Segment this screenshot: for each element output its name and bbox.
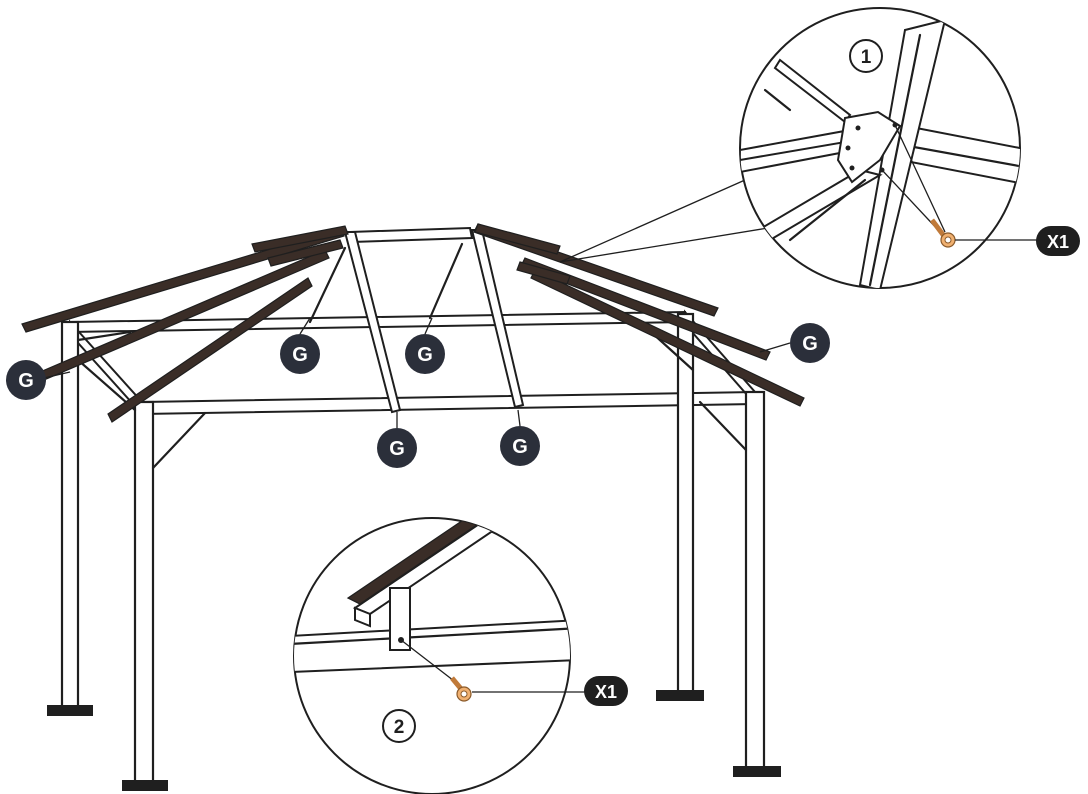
step-number-2	[382, 709, 416, 743]
roof-bar	[474, 223, 561, 255]
part-g-badge: G	[377, 412, 417, 468]
part-g-labels: G G G G G G	[6, 317, 830, 468]
roof-bar	[267, 239, 344, 267]
roof-bar	[516, 261, 571, 285]
back-right-post	[676, 312, 695, 696]
gazebo-frame	[47, 309, 781, 791]
step-number-1-text: 1	[861, 47, 872, 68]
x1-badge-text: X1	[595, 682, 617, 702]
x1-badge-text: X1	[1047, 232, 1069, 252]
step-number-2-text: 2	[394, 717, 405, 738]
roof-bar	[21, 227, 345, 333]
leader-line	[559, 227, 769, 263]
detail-callout-1: 1 X1	[559, 7, 1080, 289]
roof-bar	[530, 269, 805, 407]
front-right-foot	[733, 766, 781, 777]
back-left-post	[60, 320, 80, 710]
detail-callout-2: 2 X1	[293, 517, 628, 794]
back-right-foot	[656, 690, 704, 701]
front-left-post	[133, 400, 155, 784]
brace	[151, 411, 207, 470]
roof-strut-back-left	[308, 246, 347, 324]
brace	[76, 330, 132, 342]
svg-text:G: G	[417, 344, 433, 366]
front-left-foot	[122, 780, 168, 791]
part-g-badge: G	[759, 323, 830, 363]
step-number-1	[849, 39, 883, 73]
back-left-foot	[47, 705, 93, 716]
top-crossbar	[348, 226, 474, 244]
svg-text:G: G	[18, 370, 34, 392]
svg-text:G: G	[512, 436, 528, 458]
roof-top-frame	[308, 226, 525, 414]
svg-text:G: G	[802, 333, 818, 355]
x1-badge	[1036, 226, 1080, 256]
x1-badge	[584, 676, 628, 706]
leader-line	[559, 179, 746, 263]
part-g-badge: G	[405, 317, 445, 374]
roof-bar	[251, 225, 349, 253]
front-right-post	[744, 390, 766, 772]
roof-bar	[107, 277, 313, 423]
part-g-badge: G	[500, 409, 540, 466]
roof-strut-left	[343, 231, 402, 414]
part-g-badge: G	[280, 317, 320, 374]
svg-text:G: G	[292, 344, 308, 366]
roof-strut-back-right	[428, 242, 464, 320]
brace	[698, 400, 748, 452]
svg-text:G: G	[389, 438, 405, 460]
part-g-badge: G	[6, 360, 71, 400]
front-beam	[141, 390, 756, 416]
